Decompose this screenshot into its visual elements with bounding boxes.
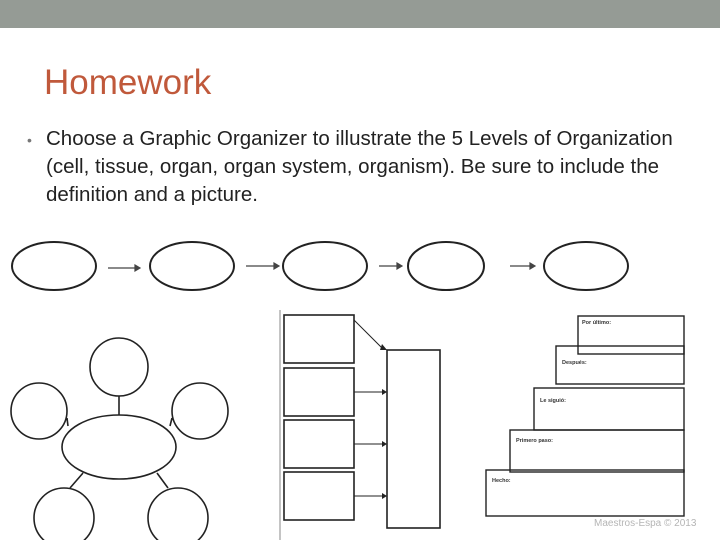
bubble-left: [10, 382, 68, 440]
right-box: [386, 349, 441, 529]
bubble-top: [89, 337, 149, 397]
flow-oval-3: [282, 241, 368, 291]
stair-step-2: [509, 429, 685, 473]
stair-step-3: [533, 387, 685, 431]
flow-oval-1: [11, 241, 97, 291]
bubble-map-organizer: [0, 330, 240, 540]
bubble-bottom-right: [147, 487, 209, 540]
slide-top-bar: [0, 0, 720, 28]
watermark: Maestros-Espa © 2013: [594, 518, 697, 529]
flow-chain-organizer: [0, 238, 720, 294]
stair-label-5: Por último:: [582, 320, 611, 326]
bubble-right: [171, 382, 229, 440]
left-box-1: [283, 314, 355, 364]
staircase-organizer: Por último: Después: Le siguió: Primero …: [480, 310, 690, 520]
slide-title: Homework: [44, 63, 212, 102]
flow-oval-2: [149, 241, 235, 291]
stair-step-1: [485, 469, 685, 517]
stair-label-2: Primero paso:: [516, 438, 553, 444]
left-box-4: [283, 471, 355, 521]
stair-step-5: [577, 315, 685, 355]
boxes-to-box-organizer: [210, 310, 460, 540]
bubble-bottom-left: [33, 487, 95, 540]
bullet-dot: •: [27, 132, 32, 148]
homework-instructions: Choose a Graphic Organizer to illustrate…: [46, 127, 673, 206]
stair-label-1: Hecho:: [492, 478, 511, 484]
bubble-center: [61, 414, 177, 480]
left-box-2: [283, 367, 355, 417]
stair-label-4: Después:: [562, 360, 587, 366]
flow-oval-4: [407, 241, 485, 291]
left-box-3: [283, 419, 355, 469]
flow-oval-5: [543, 241, 629, 291]
stair-label-3: Le siguió:: [540, 398, 566, 404]
stair-step-4: [555, 345, 685, 385]
